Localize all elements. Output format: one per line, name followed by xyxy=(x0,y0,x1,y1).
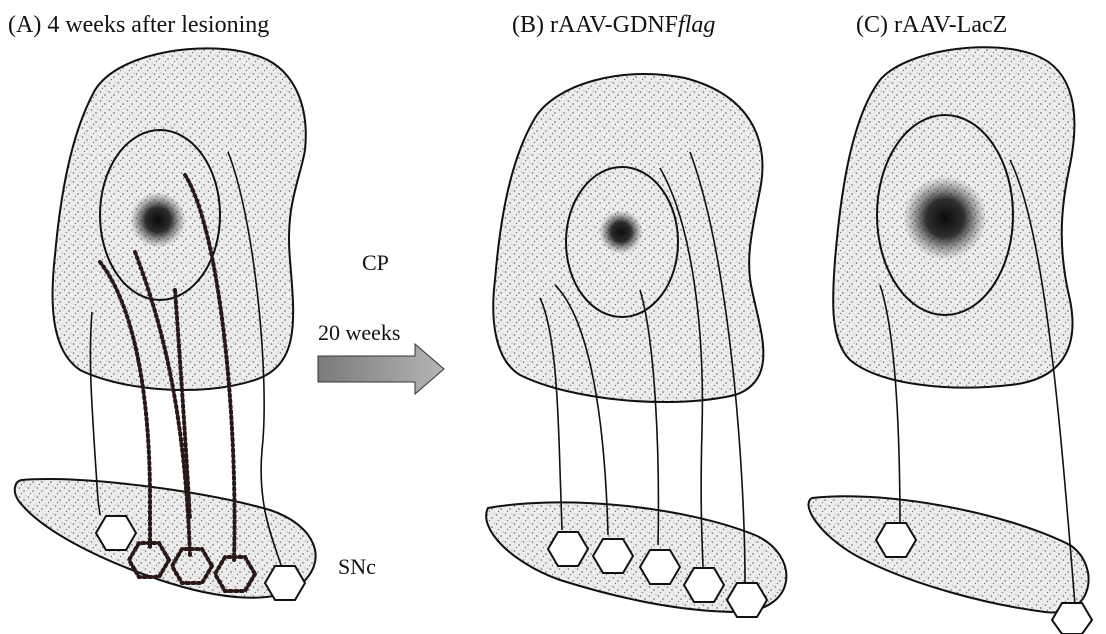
panel-c-neuron xyxy=(876,523,916,557)
panel-c-snc xyxy=(809,496,1089,612)
panel-b-core xyxy=(599,210,643,254)
panel-b-neuron xyxy=(640,550,680,584)
arrow-label: 20 weeks xyxy=(318,320,400,345)
panel-b-title-main: (B) rAAV-GDNF xyxy=(512,12,678,38)
panel-a-neuron xyxy=(96,516,136,550)
panel-c-lesion-core xyxy=(903,176,987,260)
panel-c-title: (C) rAAV-LacZ xyxy=(856,12,1007,38)
panel-b-title-italic: flag xyxy=(678,12,715,38)
right-arrow-icon xyxy=(318,344,444,394)
panel-c xyxy=(809,47,1092,634)
panel-b-title: (B) rAAV-GDNFflag xyxy=(512,12,715,38)
panel-b-neuron xyxy=(684,568,724,602)
panel-a xyxy=(15,48,316,600)
panel-b-neuron xyxy=(593,539,633,573)
panel-b-neuron xyxy=(548,532,588,566)
snc-label: SNc xyxy=(338,554,376,579)
cp-label: CP xyxy=(362,250,389,275)
panel-b-neuron xyxy=(727,583,767,617)
panel-a-title: (A) 4 weeks after lesioning xyxy=(8,12,269,38)
panel-a-neuron xyxy=(265,566,305,600)
panel-b xyxy=(486,74,786,617)
panel-a-lesion-core xyxy=(130,192,186,248)
